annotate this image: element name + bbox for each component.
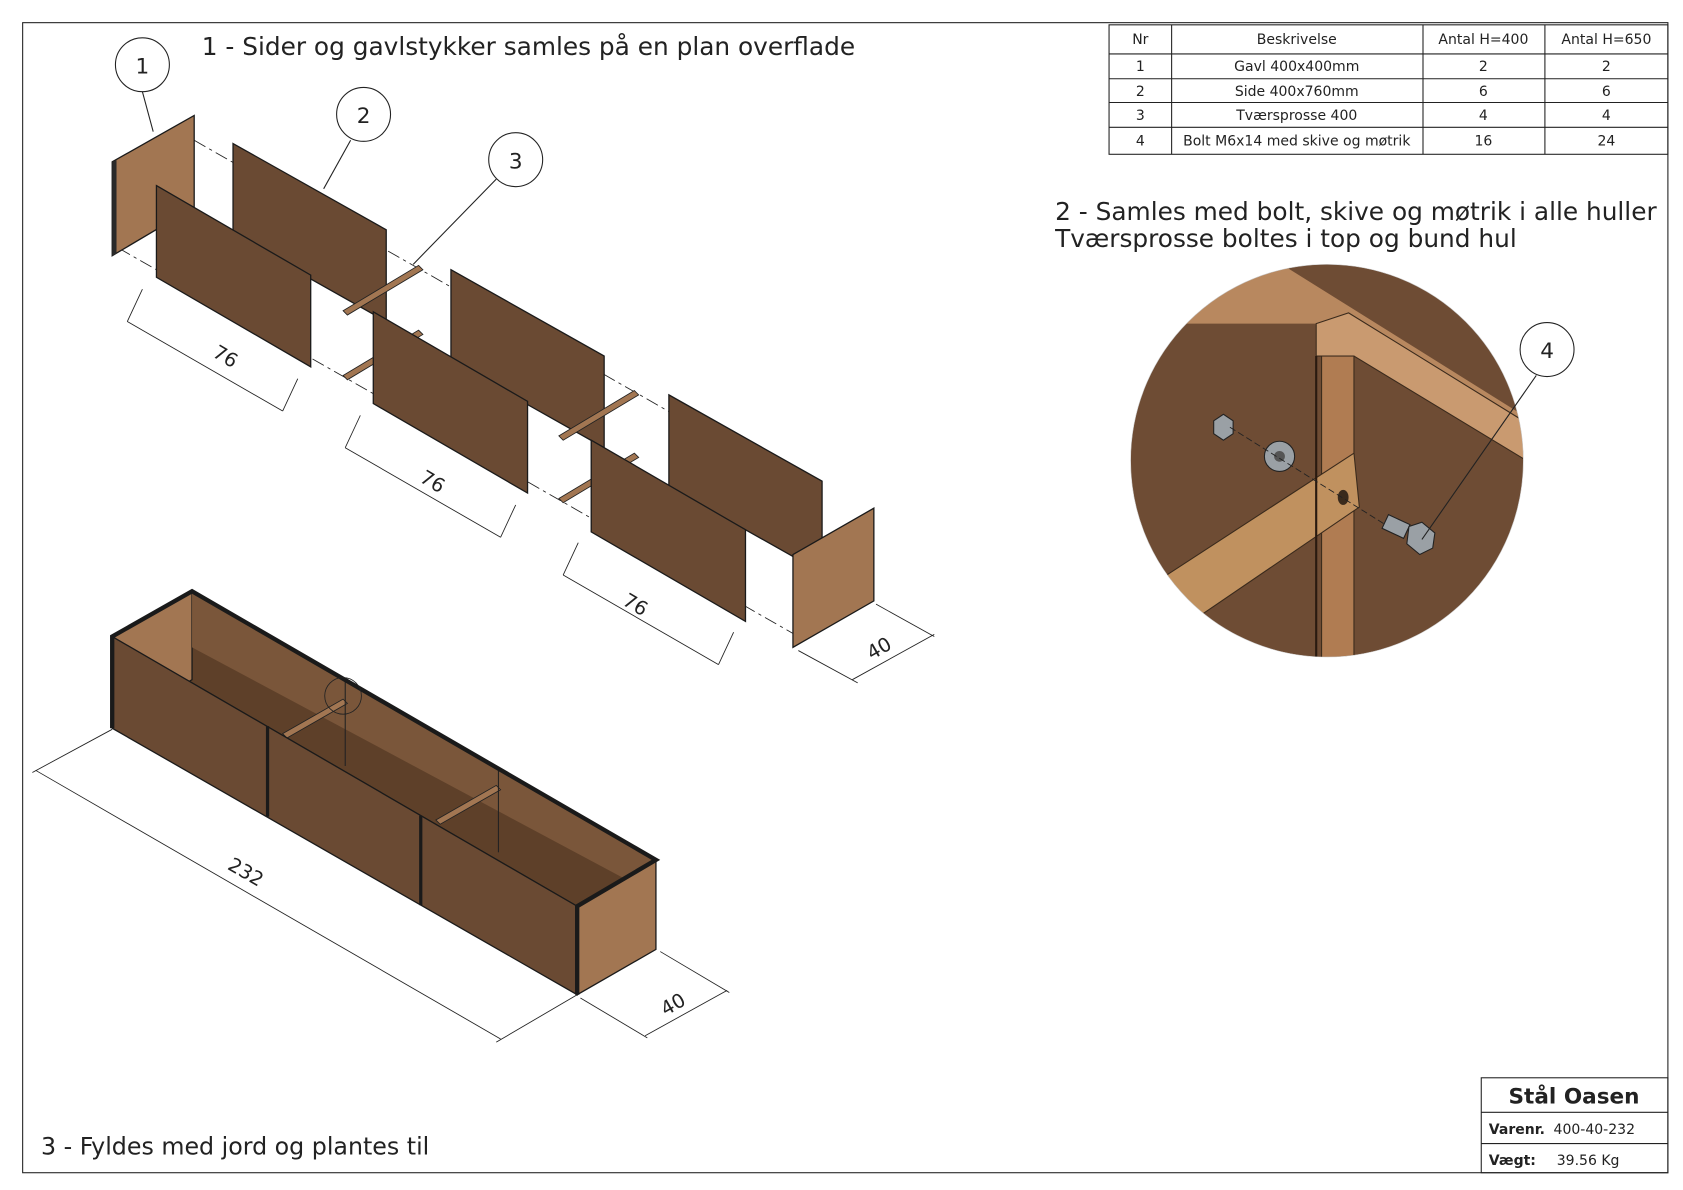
- detail-marker: [324, 677, 362, 715]
- bom-cell: 6: [1479, 84, 1488, 100]
- bom-cell: 16: [1474, 134, 1492, 150]
- weight-label: Vægt:: [1489, 1153, 1536, 1169]
- step2-text-line1: 2 - Samles med bolt, skive og møtrik i a…: [1055, 197, 1657, 226]
- weight-value: 39.56 Kg: [1557, 1153, 1620, 1169]
- bom-cell: 2: [1602, 59, 1611, 75]
- nut-icon: [1213, 413, 1234, 441]
- bom-cell: 3: [1136, 108, 1145, 124]
- bom-cell: Tværsprosse 400: [1235, 108, 1357, 124]
- bom-cell: 4: [1479, 108, 1488, 124]
- dimension-label: 40: [863, 632, 896, 664]
- dimension-label: 232: [224, 853, 268, 891]
- bom-cell: 2: [1136, 84, 1145, 100]
- sheet-border: [22, 22, 1669, 1174]
- balloon-2: 2: [323, 86, 392, 190]
- bom-header-qty-650: Antal H=650: [1561, 32, 1651, 48]
- balloon-number: 4: [1540, 339, 1554, 364]
- side-panel: [372, 310, 529, 495]
- bom-header-description: Beskrivelse: [1257, 32, 1337, 48]
- bom-cell: Side 400x760mm: [1235, 84, 1359, 100]
- bom-cell: 4: [1602, 108, 1611, 124]
- bom-cell: 1: [1136, 59, 1145, 75]
- bom-row: 2 Side 400x760mm 6 6: [1136, 84, 1611, 100]
- bom-cell: 24: [1597, 134, 1615, 150]
- side-panel: [590, 439, 747, 623]
- company-name: Stål Oasen: [1509, 1084, 1640, 1110]
- bom-cell: 6: [1602, 84, 1611, 100]
- item-number-label: Varenr.: [1489, 1122, 1545, 1138]
- balloon-number: 1: [136, 54, 150, 79]
- side-panel: [155, 184, 312, 368]
- bom-table: Nr Beskrivelse Antal H=400 Antal H=650 1…: [1108, 24, 1669, 155]
- bom-row: 4 Bolt M6x14 med skive og møtrik 16 24: [1136, 134, 1616, 150]
- bom-row: 1 Gavl 400x400mm 2 2: [1136, 59, 1611, 75]
- step1-text: 1 - Sider og gavlstykker samles på en pl…: [202, 32, 855, 61]
- bom-cell: 2: [1479, 59, 1488, 75]
- step2-text-line2: Tværsprosse boltes i top og bund hul: [1054, 224, 1517, 253]
- item-number-value: 400-40-232: [1554, 1122, 1635, 1138]
- bom-cell: Gavl 400x400mm: [1234, 59, 1359, 75]
- balloon-1: 1: [114, 37, 170, 132]
- bom-cell: 4: [1136, 134, 1145, 150]
- dimension-label: 40: [657, 988, 690, 1020]
- title-block: Stål Oasen Varenr. 400-40-232 Vægt: 39.5…: [1480, 1077, 1669, 1174]
- balloon-3: 3: [412, 132, 544, 265]
- balloon-number: 2: [357, 104, 371, 129]
- bom-row: 3 Tværsprosse 400 4 4: [1136, 108, 1611, 124]
- step3-text: 3 - Fyldes med jord og plantes til: [41, 1132, 429, 1160]
- gable-panel-2: [792, 507, 875, 649]
- balloon-number: 3: [509, 149, 523, 174]
- bolt-icon: [1381, 513, 1411, 540]
- bom-header-qty-400: Antal H=400: [1438, 32, 1528, 48]
- balloon-4: 4: [1421, 322, 1575, 540]
- dimension-label: 76: [619, 589, 652, 621]
- bom-header-nr: Nr: [1132, 32, 1148, 48]
- dimension-label: 76: [416, 466, 449, 498]
- detail-view-bolt-connection: 4: [1130, 264, 1575, 658]
- dimension-label: 76: [209, 340, 242, 372]
- exploded-view: 76 76 76 40: [111, 114, 935, 684]
- assembled-view: 232 40: [32, 588, 730, 1043]
- bom-cell: Bolt M6x14 med skive og møtrik: [1183, 134, 1411, 150]
